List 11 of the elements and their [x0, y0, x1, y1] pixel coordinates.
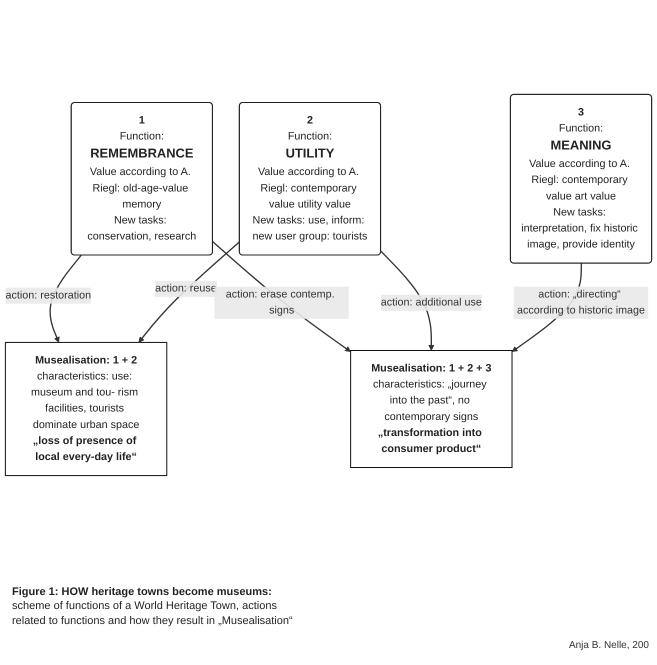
edge-label: action: reuse	[155, 282, 217, 294]
node-box: Musealisation: 1 + 2 + 3 characteristics: „journey into the past“, no contemporary signs „transformation into consumer product“	[350, 350, 513, 468]
edge-label: action: erase contemp. signs	[226, 288, 335, 316]
edge-label: action: restoration	[6, 290, 92, 302]
arrow	[212, 241, 351, 352]
node-box: Musealisation: 1 + 2 characteristics: use: museum and tou- rism facilities, tourists dominate urban space „loss of presence of local every-day life“	[4, 342, 168, 476]
author-credit: Anja B. Nelle, 200	[568, 640, 649, 651]
edge-label: action: „directing“ according to historic image	[517, 288, 645, 316]
arrow	[138, 241, 240, 343]
figure-caption: Figure 1: HOW heritage towns become museums: scheme of functions of a World Heritage Town, actions related to functions and how they result in „Musealisation“	[12, 585, 294, 628]
edge-label: action: additional use	[380, 296, 482, 308]
